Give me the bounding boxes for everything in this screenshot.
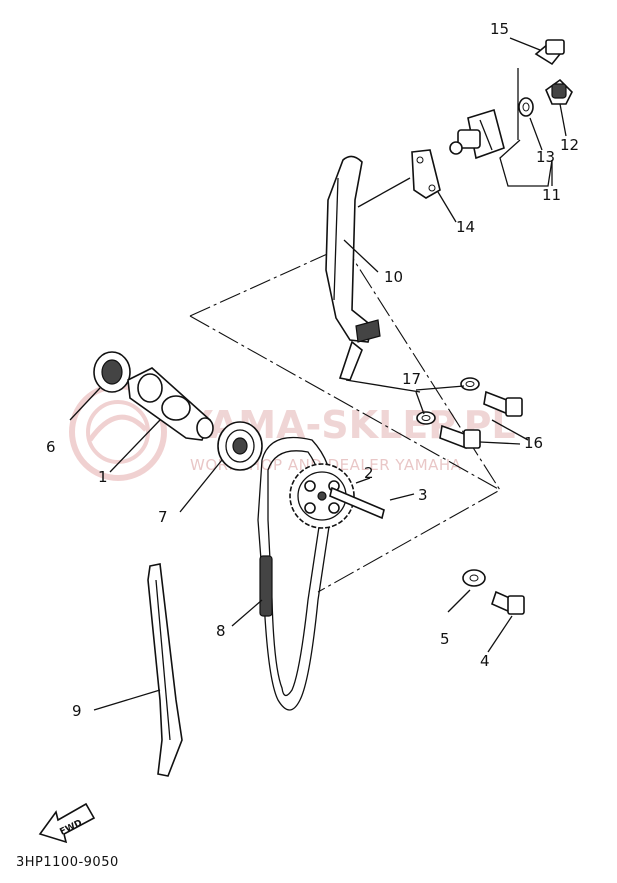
- tensioner-guide: [325, 155, 381, 381]
- callout-11: 11: [542, 186, 561, 204]
- callout-3: 3: [418, 486, 428, 504]
- tensioner-gasket: [411, 149, 441, 199]
- tensioner-washer: [518, 97, 534, 117]
- guide-bolts: [439, 390, 523, 450]
- camshaft-bearing-right: [217, 421, 263, 471]
- callout-14: 14: [456, 218, 475, 236]
- callout-5: 5: [440, 630, 450, 648]
- tensioner-bolt: [534, 39, 565, 66]
- callout-15: 15: [490, 20, 509, 38]
- reference-frame-line: [189, 245, 501, 593]
- callout-13: 13: [536, 148, 555, 166]
- sprocket-bolt: [491, 590, 525, 615]
- callout-4: 4: [480, 652, 490, 670]
- callout-10: 10: [384, 268, 403, 286]
- chain-tensioner-assembly: [449, 108, 505, 160]
- guide-washers: [416, 377, 480, 425]
- callout-16: 16: [524, 434, 543, 452]
- callout-1: 1: [98, 468, 108, 486]
- camshaft: [127, 367, 214, 441]
- callout-17: 17: [402, 370, 421, 388]
- leader-lines: [69, 37, 567, 711]
- cam-sprocket: [289, 463, 355, 529]
- callout-2: 2: [364, 464, 374, 482]
- forward-direction-arrow: FWD: [38, 802, 96, 844]
- chain-guide: [147, 563, 183, 777]
- timing-chain: [257, 436, 334, 711]
- callout-labels: 1 2 3 4 5 6 7 8 9 10 11 12 13 14 15 16 1…: [46, 20, 579, 720]
- sprocket-washer: [462, 569, 486, 587]
- callout-8: 8: [216, 622, 226, 640]
- callout-6: 6: [46, 438, 56, 456]
- camshaft-bearing-left: [93, 351, 131, 393]
- callout-9: 9: [72, 702, 82, 720]
- diagram-reference-code: 3HP1100-9050: [16, 855, 119, 870]
- reference-frame-line-2: [189, 315, 501, 491]
- sprocket-pin: [329, 486, 385, 520]
- callout-7: 7: [158, 508, 168, 526]
- tensioner-cap-bolt: [545, 78, 573, 105]
- callout-12: 12: [560, 136, 579, 154]
